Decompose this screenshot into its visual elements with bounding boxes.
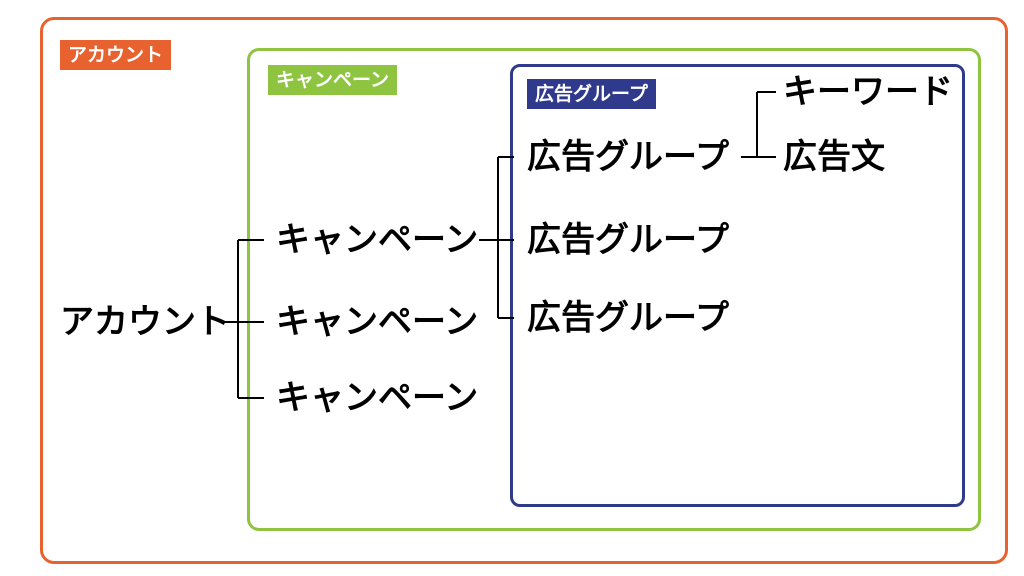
account-frame <box>40 17 1008 564</box>
campaign-frame-label: キャンペーン <box>268 65 398 95</box>
node-campaign-3: キャンペーン <box>276 378 479 418</box>
node-ad-text: 広告文 <box>783 137 885 177</box>
adgroup-frame-label: 広告グループ <box>527 79 656 109</box>
node-adgroup-2: 広告グループ <box>527 220 729 260</box>
node-campaign-1: キャンペーン <box>276 220 479 260</box>
node-adgroup-3: 広告グループ <box>527 298 729 338</box>
account-frame-label: アカウント <box>60 40 172 70</box>
campaign-frame <box>247 48 981 531</box>
node-campaign-2: キャンペーン <box>276 302 479 342</box>
node-account: アカウント <box>60 302 230 342</box>
node-keyword: キーワード <box>783 72 953 112</box>
adgroup-frame <box>510 64 965 507</box>
node-adgroup-1: 広告グループ <box>527 137 729 177</box>
